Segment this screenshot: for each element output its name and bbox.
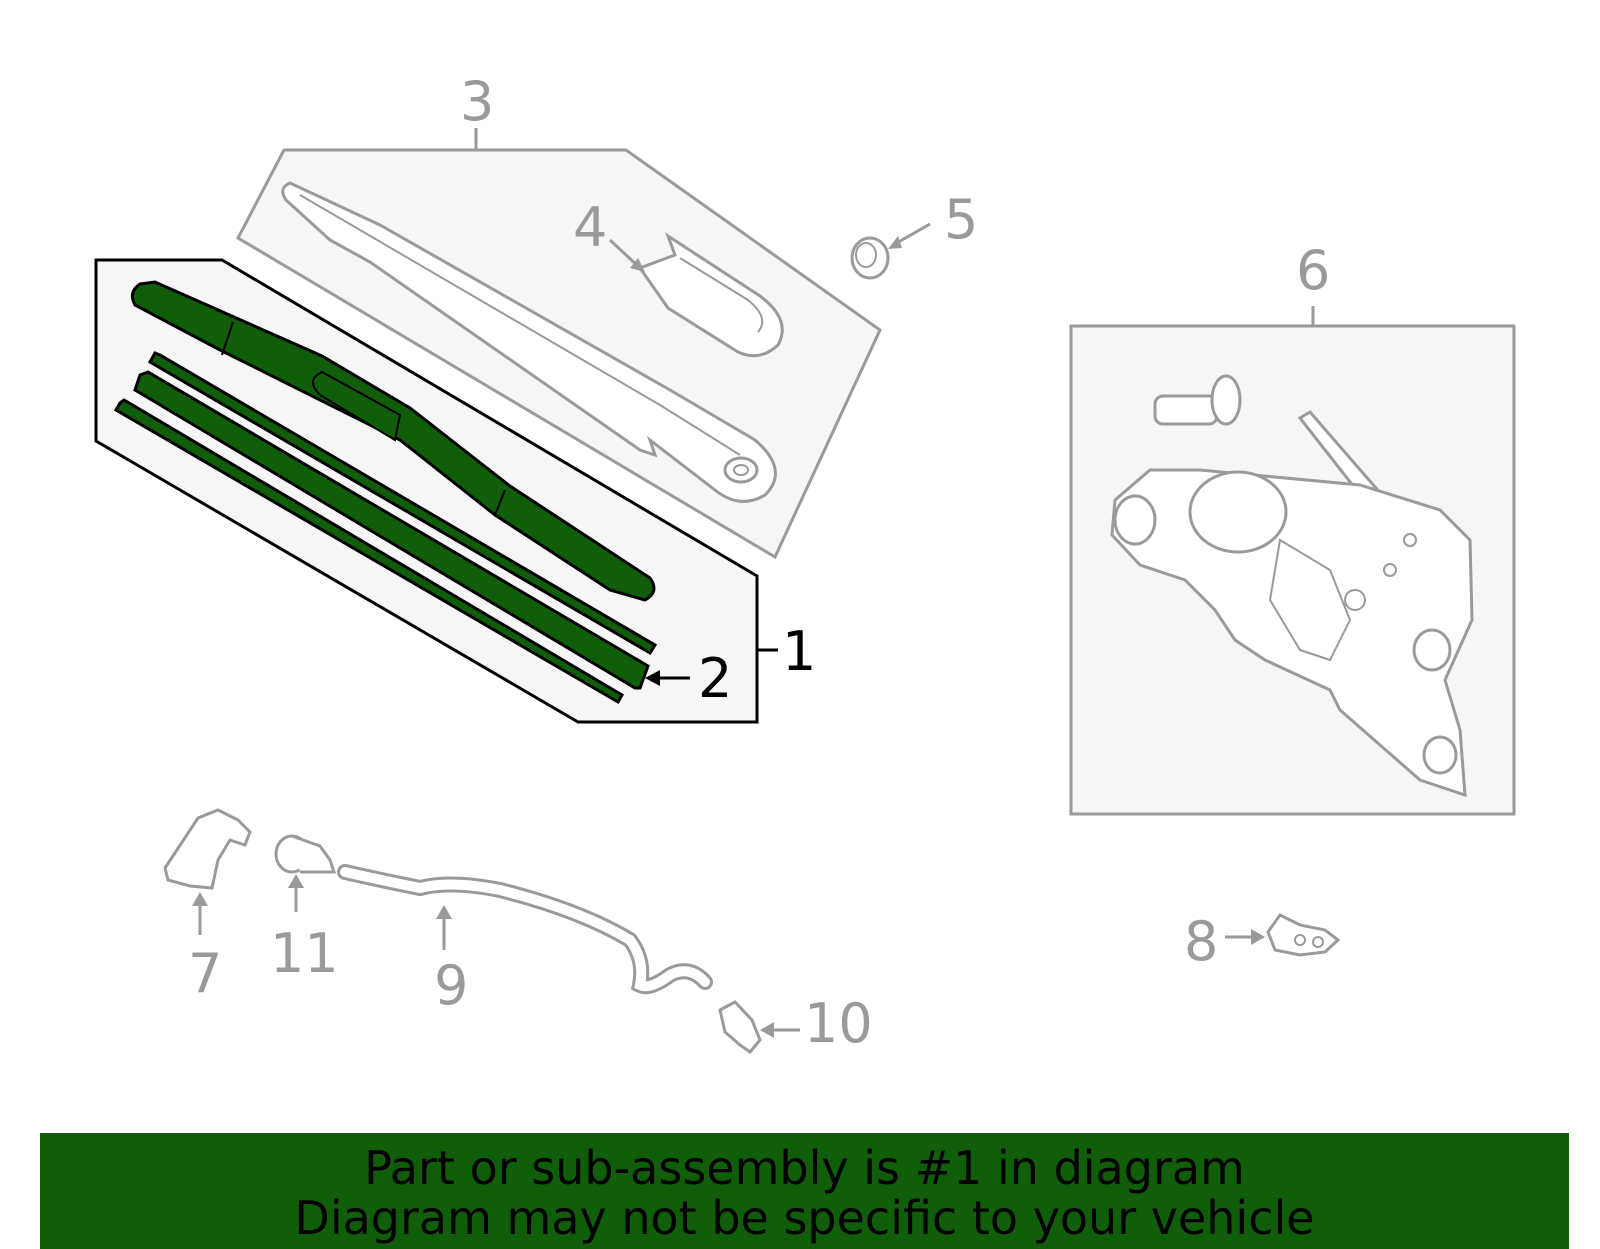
- bracket-part: [163, 808, 252, 890]
- wiper-blade-group: [94, 258, 778, 724]
- wiper-motor-body: [1110, 468, 1474, 798]
- wiper-motor-group: [1069, 306, 1516, 816]
- callout-5: 5: [944, 188, 978, 251]
- connector-part: [274, 834, 337, 874]
- wiper-arm-group: [236, 128, 931, 560]
- callout-6: 6: [1296, 239, 1330, 302]
- callout-11: 11: [270, 922, 339, 985]
- banner-line-2: Diagram may not be specific to your vehi…: [294, 1191, 1315, 1245]
- wiper-arm-pivot: [723, 456, 759, 484]
- wiper-strip-lower: [113, 398, 625, 705]
- callout-3: 3: [460, 70, 494, 133]
- clip-part: [718, 1000, 762, 1055]
- callout-4: 4: [573, 196, 607, 259]
- wiper-strip-upper: [147, 351, 658, 656]
- callout-2: 2: [698, 647, 732, 710]
- callout-8: 8: [1184, 910, 1218, 973]
- washer-hose: [337, 864, 713, 995]
- motor-bolt: [1153, 374, 1242, 426]
- pivot-cover: [637, 232, 784, 358]
- info-banner: Part or sub-assembly is #1 in diagram Di…: [40, 1133, 1569, 1249]
- callout-7: 7: [188, 942, 222, 1005]
- wiper-arm: [281, 181, 777, 503]
- wiper-blade-frame: [130, 280, 656, 602]
- grommet-part: [1266, 913, 1341, 957]
- nut: [850, 236, 890, 280]
- callout-1: 1: [782, 620, 816, 683]
- wiper-blade-insert: [133, 370, 650, 690]
- callout-9: 9: [434, 954, 468, 1017]
- banner-line-1: Part or sub-assembly is #1 in diagram: [364, 1141, 1245, 1195]
- callout-10: 10: [804, 992, 873, 1055]
